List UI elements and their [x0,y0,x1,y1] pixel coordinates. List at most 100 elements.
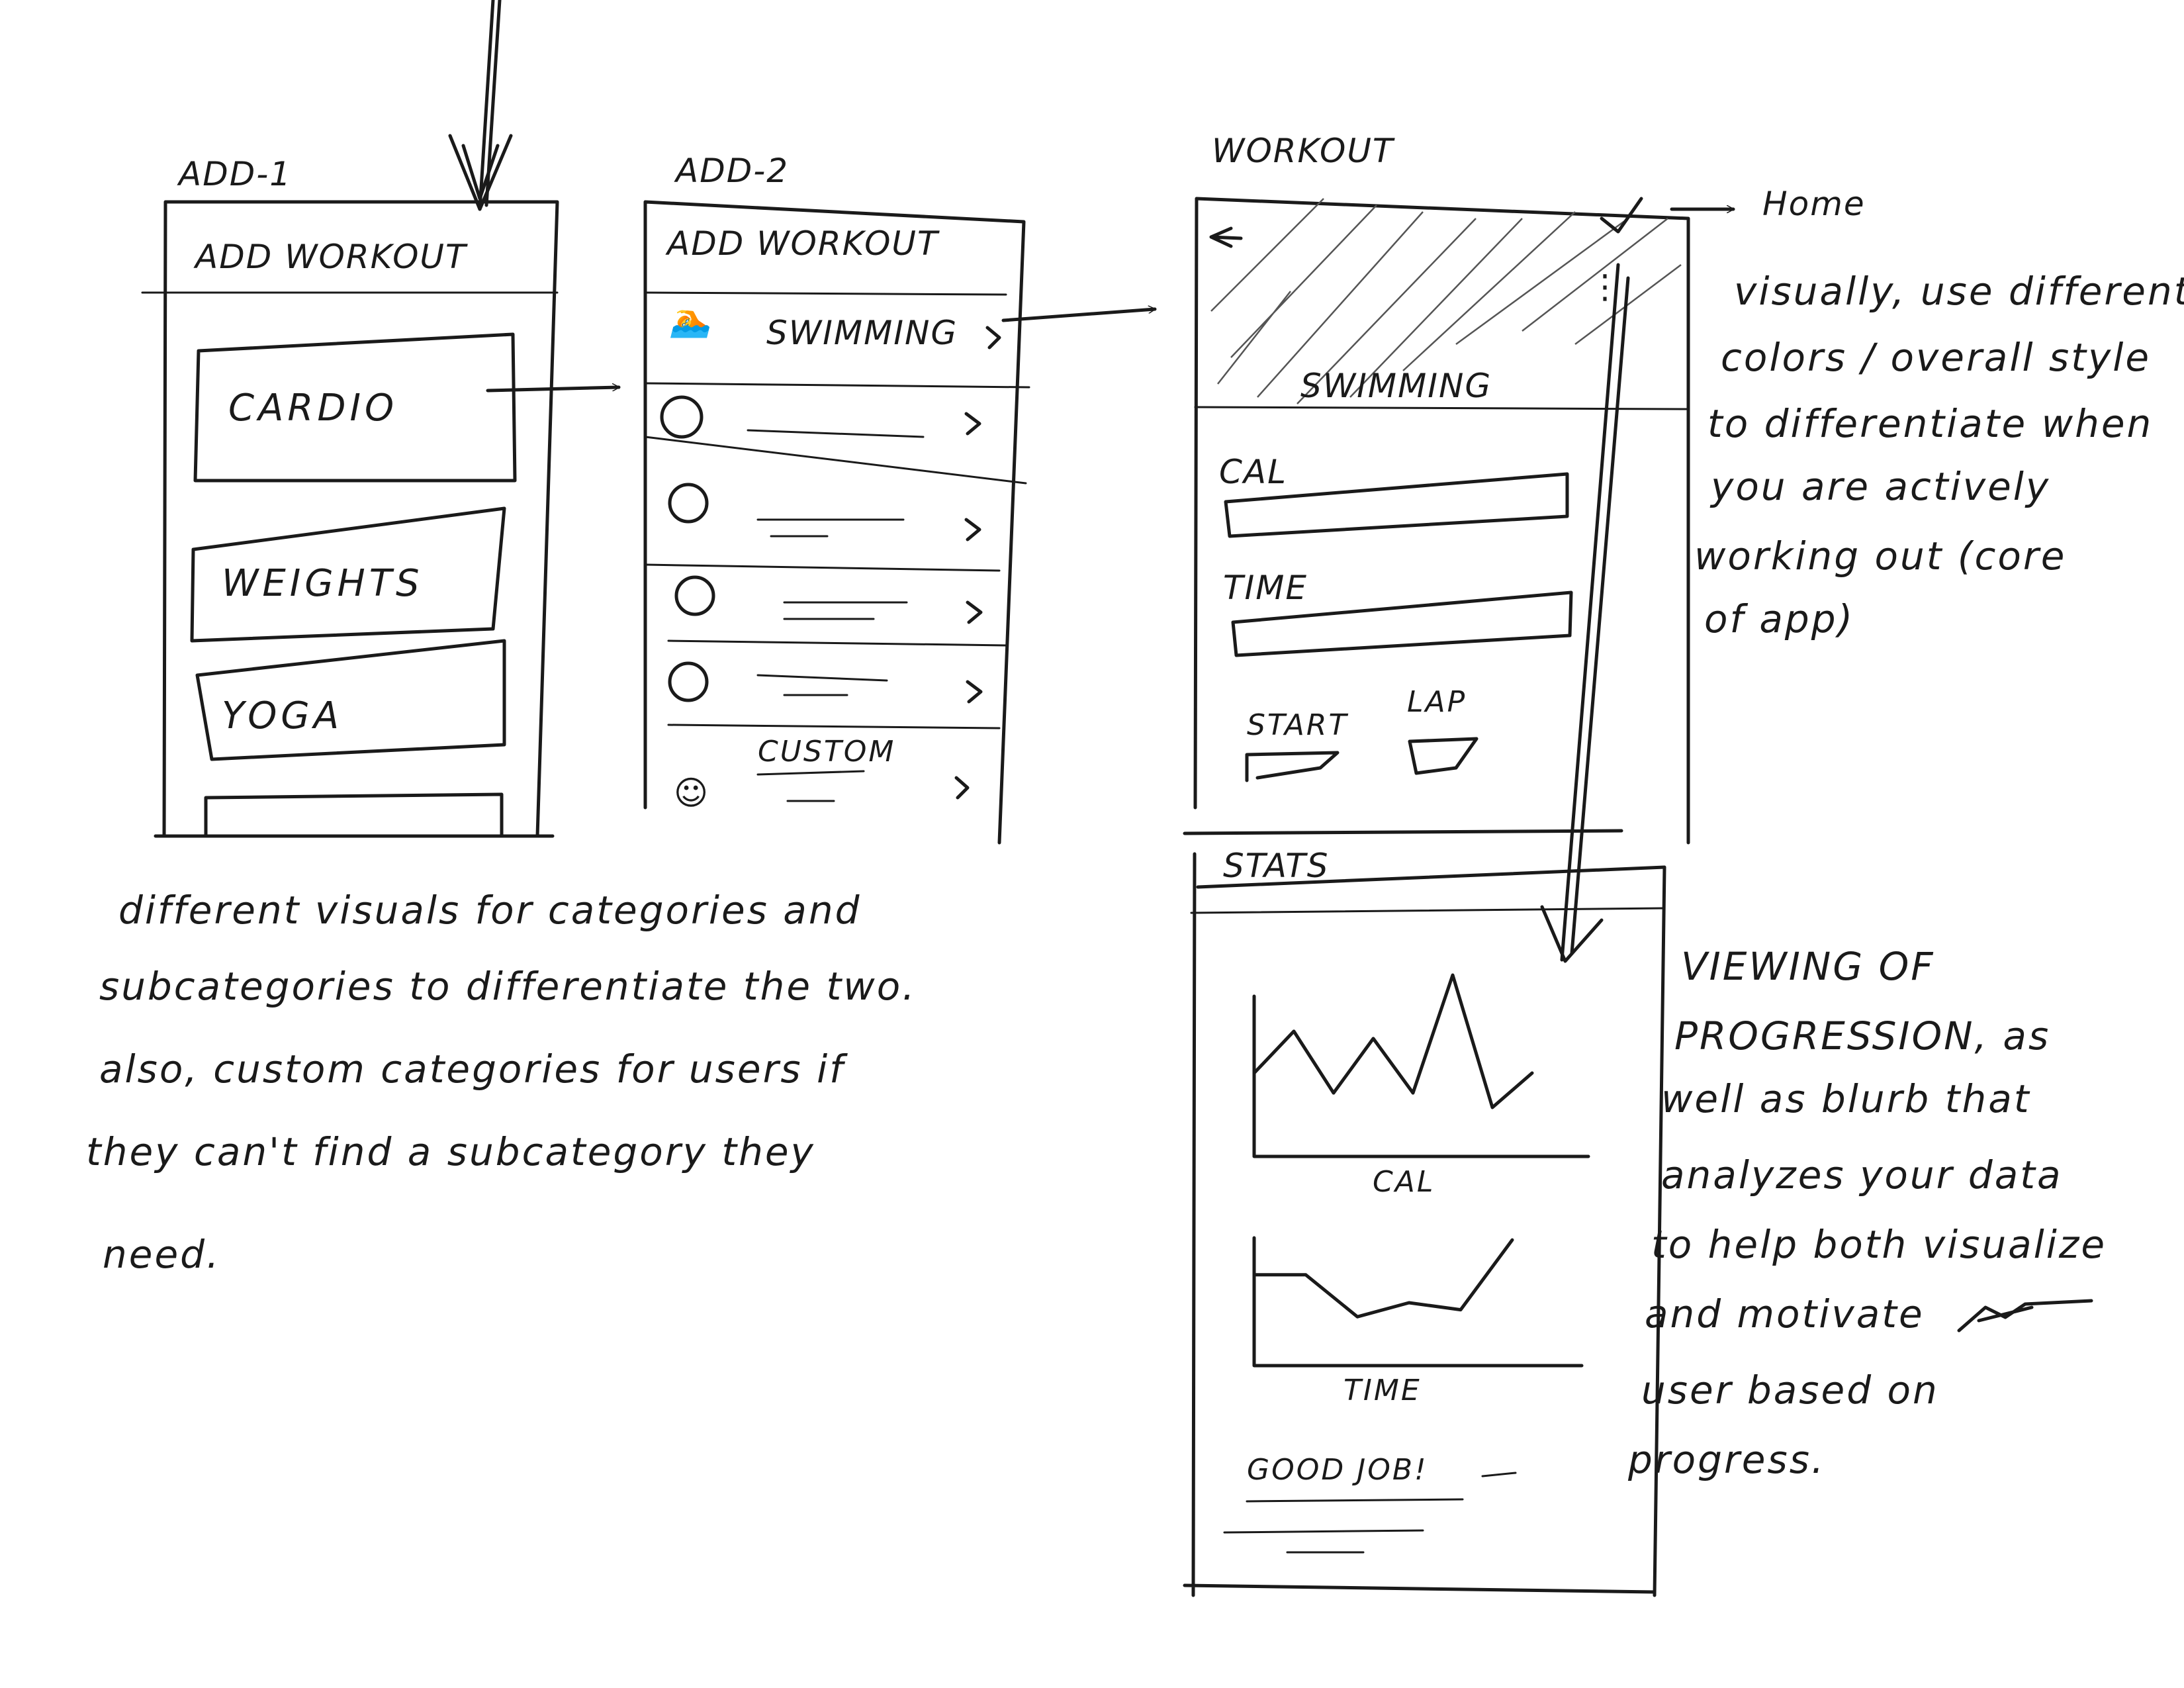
phone-frame [154,200,559,838]
category-icon [668,661,709,702]
cal-series-line [1252,973,1534,1109]
note-line: progress. [1627,1437,1825,1482]
list-item[interactable] [674,575,983,624]
page-title: ADD WORKOUT [665,224,940,263]
placeholder-text [1481,1472,1517,1477]
screen-add-1: ADD-1 ADD WORKOUT CARDIO WEIGHTS YOGA [141,155,559,838]
category-label: CARDIO [228,387,398,430]
placeholder-text [747,429,925,438]
screen-stats: STATS CAL TIME GOOD JOB! [1183,847,1666,1597]
note-line: PROGRESSION, as [1674,1013,2050,1058]
chart-axes [1252,994,1590,1158]
cal-input[interactable] [1224,472,1569,538]
note-line: you are actively [1709,464,2050,509]
chevron-right-icon [954,776,970,800]
list-item[interactable] [668,483,981,541]
note-right-top: visually, use different colors / overall… [1694,269,2184,641]
checkmark-icon[interactable] [1600,197,1643,234]
row-dividers [644,291,1030,729]
chevron-right-icon [966,680,983,704]
chevron-right-icon [985,326,1001,350]
home-link[interactable]: Home [1762,185,1866,223]
list-item-swimming[interactable]: 🏊 SWIMMING [670,301,1001,352]
time-series-line [1252,1238,1514,1319]
category-card-weights[interactable]: WEIGHTS [190,506,506,643]
list-item-custom[interactable]: ☺ CUSTOM [674,735,970,812]
category-card-cardio[interactable]: CARDIO [193,332,517,483]
note-line: analyzes your data [1661,1152,2063,1197]
screen-add-2: ADD-2 ADD WORKOUT 🏊 SWIMMING [643,152,1030,845]
note-line: also, custom categories for users if [99,1047,848,1092]
header-image-placeholder [1210,198,1682,404]
phone-frame [1183,852,1666,1597]
category-card-partial[interactable] [204,792,504,838]
time-input[interactable] [1231,590,1573,657]
chevron-right-icon [964,412,981,436]
category-card-yoga[interactable]: YOGA [195,639,506,761]
phone-frame [1193,197,1690,845]
note-right-bottom: VIEWING OF PROGRESSION, as well as blurb… [1627,944,2107,1482]
category-icon [674,575,715,616]
note-line: subcategories to differentiate the two. [99,964,917,1009]
note-line: VIEWING OF [1681,944,1935,989]
note-line: different visuals for categories and [118,888,861,933]
activity-title: SWIMMING [1300,367,1492,405]
custom-icon: ☺ [674,774,709,812]
placeholder-text [756,674,888,696]
chart-label: TIME [1343,1374,1422,1407]
flow-arrow-cardio-to-add2 [486,387,621,393]
flow-arrow-workout-to-stats [1540,263,1630,963]
note-line: and motivate [1645,1291,1925,1336]
item-label: CUSTOM [758,735,895,769]
time-chart: TIME [1252,1236,1584,1407]
placeholder-text [756,518,905,538]
screen-label: ADD-1 [177,155,292,193]
swimmer-icon: 🏊 [670,301,715,339]
page-title: ADD WORKOUT [193,238,468,276]
start-button[interactable] [1245,751,1340,782]
note-line: they can't find a subcategory they [86,1129,815,1174]
scribble [1957,1299,2093,1333]
screen-label: ADD-2 [674,152,789,190]
chevron-right-icon [966,600,983,624]
note-line: of app) [1704,596,1854,641]
chart-label: CAL [1373,1165,1435,1199]
back-arrow-icon[interactable] [1209,226,1243,248]
cal-label: CAL [1219,453,1287,491]
category-icon [660,395,704,439]
motivation-message: GOOD JOB! [1247,1453,1428,1487]
lap-label: LAP [1407,685,1467,719]
cal-chart: CAL [1252,973,1590,1199]
flow-arrow-swimming-to-workout [1001,309,1157,322]
divider [1190,907,1666,914]
divider [1194,406,1690,410]
category-icon [668,483,709,524]
lap-button[interactable] [1408,737,1479,775]
category-label: WEIGHTS [222,562,424,605]
note-line: visually, use different [1734,269,2184,314]
divider [1183,829,1623,835]
list-item[interactable] [660,395,981,439]
screen-label: WORKOUT [1212,132,1395,170]
list-item[interactable] [668,661,983,704]
item-label: SWIMMING [766,314,958,352]
chart-axes [1252,1236,1584,1368]
screen-workout: WORKOUT ⋮ SWIMMING CAL TIME START LAP [1183,132,1690,845]
entry-arrow [448,0,513,211]
note-line: to differentiate when [1707,401,2153,446]
note-line: need. [103,1232,220,1277]
note-line: working out (core [1694,534,2066,579]
start-label: START [1247,708,1348,742]
placeholder-text [783,601,908,620]
note-line: to help both visualize [1651,1222,2107,1267]
time-label: TIME [1223,569,1308,607]
phone-frame [643,200,1026,845]
placeholder-text [1223,1498,1464,1554]
placeholder-text [756,770,865,802]
category-label: YOGA [222,694,343,737]
note-line: colors / overall style [1721,335,2151,380]
chevron-right-icon [964,518,981,541]
screen-label: STATS [1223,847,1330,885]
note-line: user based on [1641,1368,1939,1413]
